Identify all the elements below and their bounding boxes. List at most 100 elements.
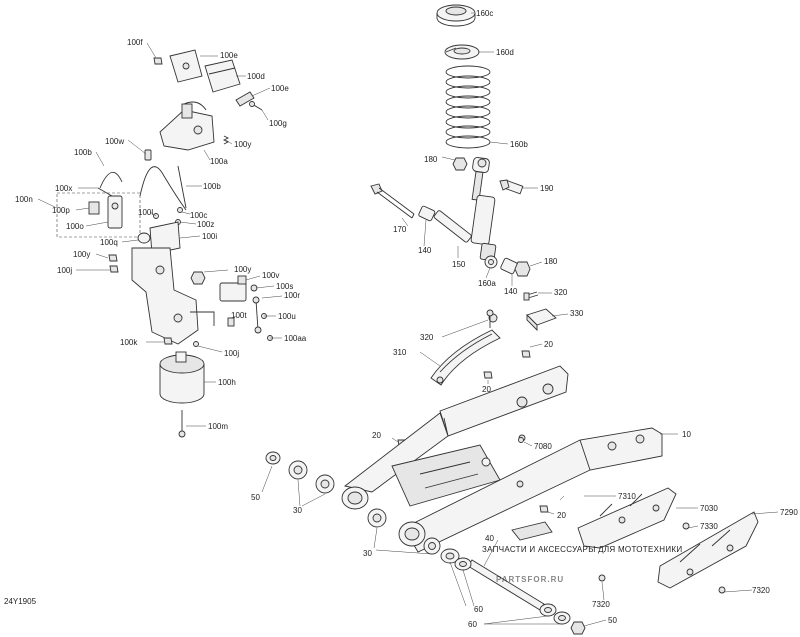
callout-140-upper: 140 [418, 246, 432, 255]
chain-guard-7290 [657, 511, 759, 589]
seal-50-left [265, 451, 281, 465]
callout-100a: 100a [210, 157, 228, 166]
callout-180-lower: 180 [544, 257, 558, 266]
callout-320-left: 320 [420, 333, 434, 342]
callout-20-a: 20 [544, 340, 553, 349]
watermark-logo: PARTSFOR.RU [496, 575, 564, 584]
callout-100c: 100c [190, 211, 207, 220]
swingarm-10 [341, 365, 663, 553]
callout-100g: 100g [269, 119, 287, 128]
callout-140-lower: 140 [504, 287, 518, 296]
screw-7330 [682, 522, 690, 530]
chain-guard-7030 [577, 487, 677, 549]
callout-7080: 7080 [534, 442, 552, 451]
nut-100y-center [190, 271, 206, 285]
screw-7320-a [598, 574, 606, 582]
module-100d [204, 59, 241, 93]
callout-7030: 7030 [700, 504, 718, 513]
bracket-7310 [511, 521, 553, 541]
callout-10: 10 [682, 430, 691, 439]
callout-100t: 100t [231, 311, 247, 320]
bolt-320-right [523, 291, 539, 301]
callout-100i: 100i [202, 232, 217, 241]
spring-retainer [444, 44, 480, 60]
leader-lines [37, 12, 779, 627]
bearing-30-a [288, 460, 308, 480]
spacer-140-upper [418, 205, 436, 222]
callout-100e-lower: 100e [271, 84, 289, 93]
bolt-100k [163, 337, 173, 345]
connector-100w [144, 149, 152, 161]
canister-100h [159, 351, 205, 404]
callout-100d: 100d [247, 72, 265, 81]
callout-100h: 100h [218, 378, 236, 387]
callout-7320-b: 7320 [752, 586, 770, 595]
chain-slider-310 [430, 313, 501, 386]
callout-100m: 100m [208, 422, 228, 431]
callout-7310: 7310 [618, 492, 636, 501]
callout-20-d: 20 [557, 511, 566, 520]
callout-40: 40 [485, 534, 494, 543]
spacer-60-a [440, 548, 460, 564]
callout-100v: 100v [262, 271, 279, 280]
callout-100aa: 100aa [284, 334, 307, 343]
callout-30-b: 30 [363, 549, 372, 558]
pivot-shaft-40 [467, 559, 545, 611]
callout-160d: 160d [496, 48, 514, 57]
callout-100j-lower: 100j [224, 349, 239, 358]
cover-100e-upper [169, 49, 203, 83]
callout-100z: 100z [197, 220, 214, 229]
callout-100y-upper: 100y [234, 140, 251, 149]
callout-150: 150 [452, 260, 466, 269]
callout-310: 310 [393, 348, 407, 357]
nut-180-lower [514, 261, 531, 277]
hose-100b-left [99, 172, 123, 189]
callout-100b-left: 100b [74, 148, 92, 157]
main-bracket [131, 247, 215, 345]
screw-100j-lower [193, 341, 199, 347]
callout-160c: 160c [476, 9, 493, 18]
callout-7330: 7330 [700, 522, 718, 531]
fastener-20-d [539, 505, 549, 513]
callout-100o: 100o [66, 222, 84, 231]
fastener-100f [153, 57, 163, 65]
callout-100l: 100l [138, 208, 153, 217]
callout-60-b: 60 [468, 620, 477, 629]
callout-50-left: 50 [251, 493, 260, 502]
bolt-320-left [486, 309, 494, 328]
callout-100n: 100n [15, 195, 33, 204]
hose-100b-right [139, 165, 187, 211]
spacer-60-d [553, 611, 571, 625]
callout-100j-left: 100j [57, 266, 72, 275]
rod-100r [252, 296, 262, 334]
callout-100x: 100x [55, 184, 72, 193]
fastener-20-a [521, 350, 531, 358]
grommet-100q [137, 232, 151, 244]
callout-330: 330 [570, 309, 584, 318]
callout-100f: 100f [127, 38, 143, 47]
diagram-code: 24Y1905 [4, 597, 37, 606]
callout-160a: 160a [478, 279, 496, 288]
callout-20-b: 20 [482, 385, 491, 394]
callout-7290: 7290 [780, 508, 798, 517]
callout-7320-a: 7320 [592, 600, 610, 609]
bracket-100i [149, 221, 181, 255]
callout-100y-left: 100y [73, 250, 90, 259]
fitting-100c [177, 207, 183, 213]
clip-100e-lower [235, 91, 255, 107]
bolt-100m [178, 410, 186, 438]
callout-170: 170 [393, 225, 407, 234]
spring-100y-upper [222, 135, 230, 145]
clip-100t [227, 317, 235, 327]
spring-seat-top [436, 4, 476, 27]
callout-30-a: 30 [293, 506, 302, 515]
callout-labels: 100f 100e 100d 100e 100g 100y 100a 100w … [15, 9, 798, 629]
callout-100w: 100w [105, 137, 124, 146]
callout-100s: 100s [276, 282, 293, 291]
callout-180-upper: 180 [424, 155, 438, 164]
screw-7080 [518, 437, 524, 443]
shock-absorber [470, 157, 498, 269]
callout-100b-right: 100b [203, 182, 221, 191]
callout-160b: 160b [510, 140, 528, 149]
callout-100e-upper: 100e [220, 51, 238, 60]
